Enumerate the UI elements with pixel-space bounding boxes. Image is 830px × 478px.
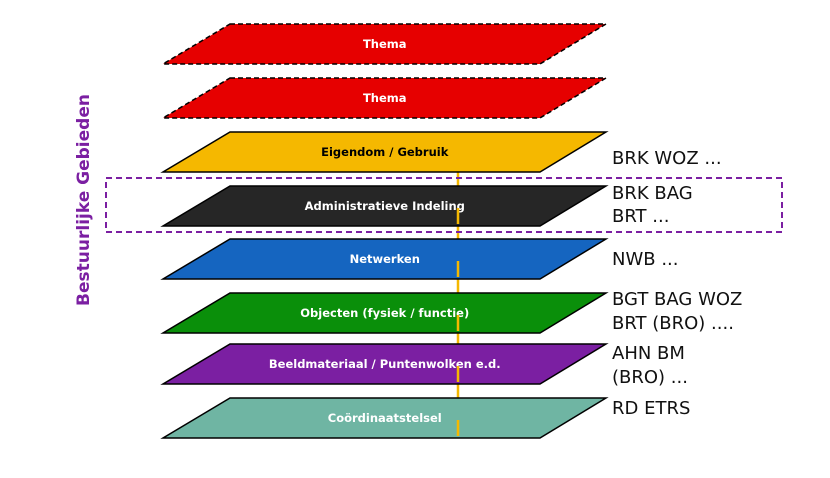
source-line-1: AHN BM — [612, 343, 685, 364]
source-line-1: BRK WOZ ... — [612, 148, 722, 169]
layer-label: Beeldmateriaal / Puntenwolken e.d. — [269, 357, 501, 371]
vertical-title: Bestuurlijke Gebieden — [74, 94, 94, 306]
layer-label: Thema — [363, 37, 407, 51]
layer-parallelogram — [160, 77, 609, 119]
layer-parallelogram — [160, 131, 609, 173]
layer-parallelogram — [160, 23, 609, 65]
layer-6: Beeldmateriaal / Puntenwolken e.d. — [160, 343, 609, 385]
layer-label: Objecten (fysiek / functie) — [300, 306, 469, 320]
layer-label: Administratieve Indeling — [305, 199, 465, 213]
source-line-2: (BRO) ... — [612, 367, 688, 388]
layer-parallelogram — [160, 397, 609, 439]
source-label-1: BRK BAG BRT ... — [612, 183, 693, 227]
source-line-2: BRT ... — [612, 206, 669, 227]
source-line-1: BRK BAG — [612, 183, 693, 204]
layer-4: Netwerken — [160, 238, 609, 280]
source-label-5: RD ETRS — [612, 398, 690, 419]
source-label-0: BRK WOZ ... — [612, 148, 722, 169]
source-line-1: BGT BAG WOZ — [612, 289, 742, 310]
source-label-4: AHN BM (BRO) ... — [612, 343, 688, 388]
layer-7: Coördinaatstelsel — [160, 397, 609, 439]
layer-label: Eigendom / Gebruik — [321, 145, 449, 159]
layer-1: Thema — [160, 77, 609, 119]
highlight-box — [105, 177, 783, 233]
layer-parallelogram — [160, 343, 609, 385]
source-line-1: NWB ... — [612, 249, 679, 270]
layer-parallelogram — [160, 185, 609, 227]
layer-parallelogram — [160, 292, 609, 334]
source-line-2: BRT (BRO) .... — [612, 313, 734, 334]
layer-label: Coördinaatstelsel — [328, 411, 442, 425]
layer-parallelogram — [160, 238, 609, 280]
layer-3: Administratieve Indeling — [160, 185, 609, 227]
layer-5: Objecten (fysiek / functie) — [160, 292, 609, 334]
layer-0: Thema — [160, 23, 609, 65]
source-line-1: RD ETRS — [612, 398, 690, 419]
source-label-2: NWB ... — [612, 249, 679, 270]
source-label-3: BGT BAG WOZ BRT (BRO) .... — [612, 289, 742, 334]
layer-label: Netwerken — [350, 252, 420, 266]
layer-label: Thema — [363, 91, 407, 105]
layer-2: Eigendom / Gebruik — [160, 131, 609, 173]
